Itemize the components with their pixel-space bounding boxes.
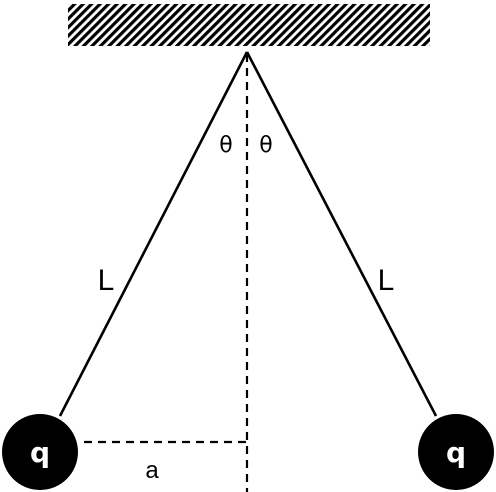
- length-right-label: L: [378, 264, 395, 297]
- charge-right-label: q: [446, 436, 466, 469]
- angle-left-label: θ: [219, 133, 232, 158]
- left-charge-sphere: [2, 414, 78, 490]
- charge-left-label: q: [30, 436, 50, 469]
- angle-right-label: θ: [259, 133, 272, 158]
- left-string: [58, 51, 249, 417]
- right-charge-sphere: [418, 414, 494, 490]
- length-left-label: L: [98, 264, 115, 297]
- right-string: [245, 51, 438, 417]
- ceiling-support: [68, 4, 430, 46]
- separation-label: a: [145, 457, 159, 484]
